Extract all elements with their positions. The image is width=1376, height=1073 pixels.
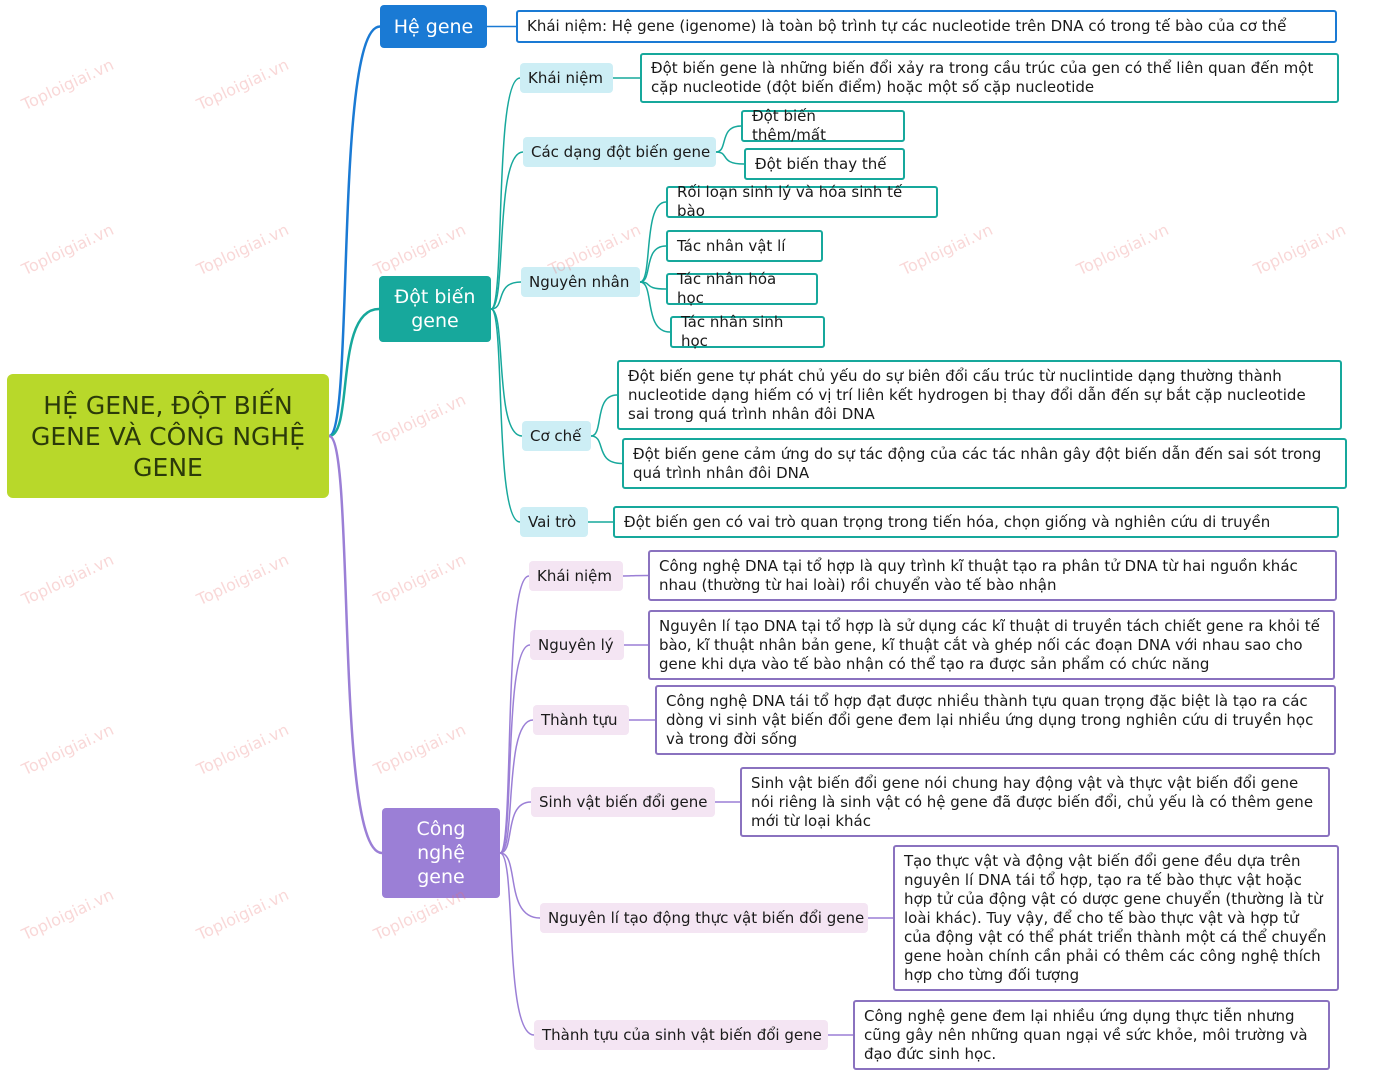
vai-tro-text: Đột biến gen có vai trò quan trọng trong… xyxy=(624,512,1271,531)
he-gene-khai-niem-text: Khái niệm: Hệ gene (igenome) là toàn bộ … xyxy=(527,17,1287,35)
nguyen-nhan-item-3-text: Tác nhân hóa học xyxy=(677,270,777,307)
nguyen-nhan-item-2-text: Tác nhân vật lí xyxy=(677,236,786,255)
co-che-item-1-text: Đột biến gene tự phát chủ yếu do sự biên… xyxy=(628,366,1306,423)
dot-bien-khai-niem-text: Đột biến gene là những biến đổi xảy ra t… xyxy=(651,59,1314,96)
cong-nghe-nguyen-ly-label: Nguyên lý xyxy=(538,635,614,654)
cong-nghe-nguyen-ly[interactable]: Nguyên lý xyxy=(530,630,624,660)
topic-dot-bien-gene[interactable]: Đột biến gene xyxy=(379,276,491,342)
nguyen-nhan-item-2[interactable]: Tác nhân vật lí xyxy=(666,230,823,262)
cong-nghe-thanh-tuu-sv[interactable]: Thành tựu của sinh vật biến đổi gene xyxy=(534,1020,828,1050)
dot-bien-nguyen-nhan[interactable]: Nguyên nhân xyxy=(521,267,640,297)
dot-bien-cac-dang-label: Các dạng đột biến gene xyxy=(531,142,711,161)
cong-nghe-thanh-tuu-sv-text: Công nghệ gene đem lại nhiều ứng dụng th… xyxy=(864,1006,1308,1063)
root-topic[interactable]: HỆ GENE, ĐỘT BIẾN GENE VÀ CÔNG NGHỆ GENE xyxy=(7,374,329,498)
co-che-item-2-text: Đột biến gene cảm ứng do sự tác động của… xyxy=(633,444,1322,482)
topic-dot-bien-gene-label: Đột biến gene xyxy=(394,286,476,332)
connector-line xyxy=(490,151,524,310)
connector-line xyxy=(715,151,745,165)
cong-nghe-khai-niem-label: Khái niệm xyxy=(537,566,612,585)
cong-nghe-sinh-vat-text: Sinh vật biến đổi gene nói chung hay độn… xyxy=(751,773,1314,830)
cong-nghe-nguyen-li-tao[interactable]: Nguyên lí tạo động thực vật biến đổi gen… xyxy=(540,903,868,933)
dot-bien-cac-dang[interactable]: Các dạng đột biến gene xyxy=(523,137,716,167)
connector-line xyxy=(327,25,381,438)
connector-line xyxy=(328,307,380,438)
connector-line xyxy=(499,575,530,854)
cong-nghe-khai-niem-box[interactable]: Công nghệ DNA tại tổ hợp là quy trình kĩ… xyxy=(648,550,1337,601)
connector-line xyxy=(490,281,522,310)
cong-nghe-khai-niem-text: Công nghệ DNA tại tổ hợp là quy trình kĩ… xyxy=(659,556,1298,594)
connector-line xyxy=(490,308,521,523)
connector-line xyxy=(499,801,532,854)
connector-line xyxy=(490,308,523,437)
cong-nghe-thanh-tuu[interactable]: Thành tựu xyxy=(533,705,629,735)
cong-nghe-nguyen-li-tao-text: Tạo thực vật và động vật biến đổi gene đ… xyxy=(904,851,1327,984)
cong-nghe-sinh-vat-label: Sinh vật biến đổi gene xyxy=(539,792,708,811)
connector-line xyxy=(639,245,667,283)
cac-dang-item-2-text: Đột biến thay thế xyxy=(755,154,887,173)
cong-nghe-nguyen-ly-box[interactable]: Nguyên lí tạo DNA tại tổ hợp là sử dụng … xyxy=(648,610,1335,680)
connector-line xyxy=(639,201,667,283)
nguyen-nhan-item-4-text: Tác nhân sinh học xyxy=(681,313,784,350)
cong-nghe-sinh-vat[interactable]: Sinh vật biến đổi gene xyxy=(531,787,715,817)
cac-dang-item-1[interactable]: Đột biến thêm/mất xyxy=(741,107,905,144)
cong-nghe-thanh-tuu-text: Công nghệ DNA tái tổ hợp đạt được nhiều … xyxy=(666,691,1314,748)
connector-line xyxy=(499,852,535,1036)
co-che-item-1[interactable]: Đột biến gene tự phát chủ yếu do sự biên… xyxy=(617,360,1342,430)
dot-bien-vai-tro[interactable]: Vai trò xyxy=(520,507,588,537)
cong-nghe-nguyen-ly-text: Nguyên lí tạo DNA tại tổ hợp là sử dụng … xyxy=(659,616,1320,673)
topic-cong-nghe-gene-label: Công nghệ gene xyxy=(416,818,466,888)
cong-nghe-thanh-tuu-label: Thành tựu xyxy=(541,710,618,729)
topic-he-gene[interactable]: Hệ gene xyxy=(380,5,487,48)
nguyen-nhan-item-1[interactable]: Rối loạn sinh lý và hóa sinh tế bào xyxy=(666,183,938,220)
nguyen-nhan-item-3[interactable]: Tác nhân hóa học xyxy=(666,270,818,307)
cong-nghe-khai-niem[interactable]: Khái niệm xyxy=(529,561,623,591)
root-title: HỆ GENE, ĐỘT BIẾN GENE VÀ CÔNG NGHỆ GENE xyxy=(31,390,305,482)
topic-he-gene-label: Hệ gene xyxy=(393,15,474,38)
connector-line xyxy=(590,435,623,465)
cong-nghe-thanh-tuu-box[interactable]: Công nghệ DNA tái tổ hợp đạt được nhiều … xyxy=(655,685,1336,755)
cong-nghe-nguyen-li-tao-label: Nguyên lí tạo động thực vật biến đổi gen… xyxy=(548,908,865,927)
topic-cong-nghe-gene[interactable]: Công nghệ gene xyxy=(382,808,500,898)
connector-line xyxy=(715,125,742,153)
dot-bien-co-che[interactable]: Cơ chế xyxy=(522,421,591,451)
dot-bien-khai-niem-label: Khái niệm xyxy=(528,68,603,87)
vai-tro-box[interactable]: Đột biến gen có vai trò quan trọng trong… xyxy=(613,506,1339,538)
connector-line xyxy=(490,77,521,310)
cong-nghe-nguyen-li-tao-box[interactable]: Tạo thực vật và động vật biến đổi gene đ… xyxy=(893,845,1339,991)
cac-dang-item-2[interactable]: Đột biến thay thế xyxy=(744,148,905,180)
co-che-item-2[interactable]: Đột biến gene cảm ứng do sự tác động của… xyxy=(622,438,1347,489)
nguyen-nhan-item-1-text: Rối loạn sinh lý và hóa sinh tế bào xyxy=(677,183,903,220)
cong-nghe-thanh-tuu-sv-label: Thành tựu của sinh vật biến đổi gene xyxy=(542,1025,822,1044)
connector-line xyxy=(499,719,534,854)
connector-line xyxy=(622,574,649,577)
connector-line xyxy=(328,434,383,855)
dot-bien-khai-niem-box[interactable]: Đột biến gene là những biến đổi xảy ra t… xyxy=(640,53,1339,103)
cong-nghe-thanh-tuu-sv-box[interactable]: Công nghệ gene đem lại nhiều ứng dụng th… xyxy=(853,1000,1330,1070)
dot-bien-nguyen-nhan-label: Nguyên nhân xyxy=(529,272,630,291)
he-gene-khai-niem-box[interactable]: Khái niệm: Hệ gene (igenome) là toàn bộ … xyxy=(516,10,1337,43)
connector-line xyxy=(590,394,618,437)
dot-bien-khai-niem[interactable]: Khái niệm xyxy=(520,63,613,93)
connector-line xyxy=(499,852,541,919)
connector-line xyxy=(639,281,671,333)
cac-dang-item-1-text: Đột biến thêm/mất xyxy=(752,107,826,144)
connector-line xyxy=(499,644,531,854)
cong-nghe-sinh-vat-box[interactable]: Sinh vật biến đổi gene nói chung hay độn… xyxy=(740,767,1330,837)
dot-bien-co-che-label: Cơ chế xyxy=(530,426,582,445)
dot-bien-vai-tro-label: Vai trò xyxy=(528,512,577,531)
nguyen-nhan-item-4[interactable]: Tác nhân sinh học xyxy=(670,313,825,350)
